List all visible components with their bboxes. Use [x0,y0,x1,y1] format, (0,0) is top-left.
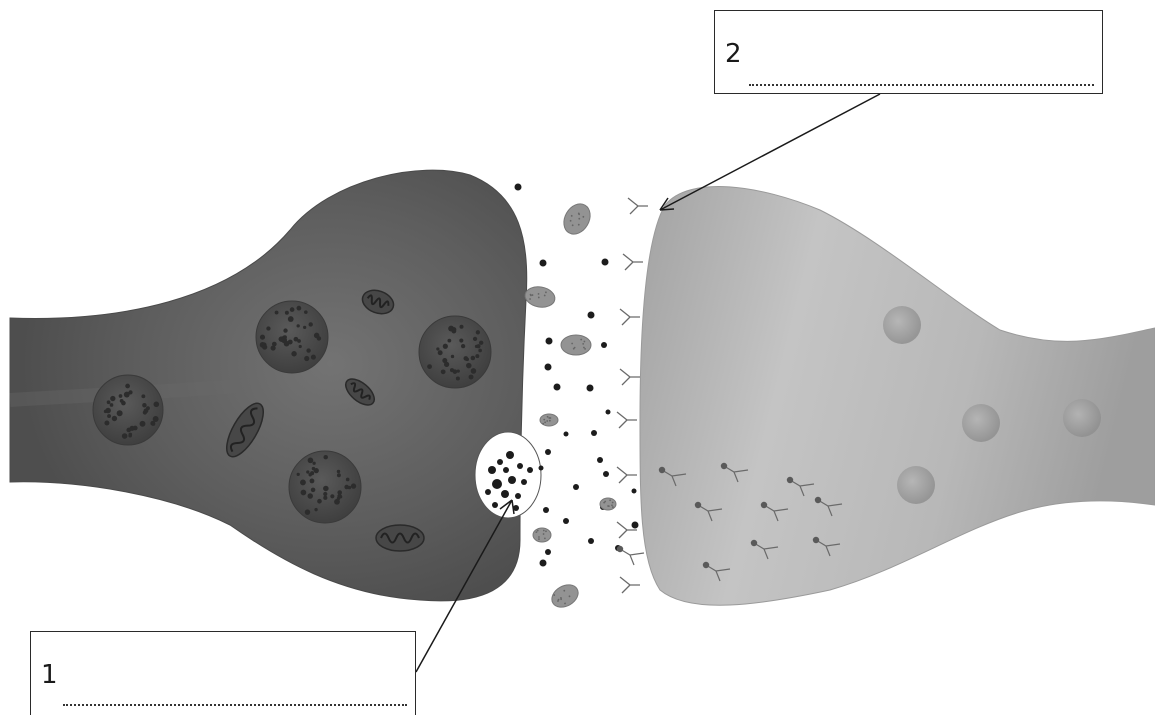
neurotransmitter-molecules [515,184,639,567]
receptor [617,467,637,483]
receptor [620,369,640,385]
postsynaptic-neuron [640,186,1155,605]
neurotransmitter-dot [539,466,544,471]
answer-line-1[interactable] [63,704,407,706]
vesicle-dot [515,493,521,499]
vesicle-dot [492,479,502,489]
enzyme [523,285,556,310]
receptor [623,254,643,270]
neurotransmitter-dot [587,385,594,392]
label-box-2: 2 [714,10,1103,94]
synaptic-vesicle [419,316,491,388]
vesicle-dot [485,489,491,495]
neurotransmitter-dot [573,484,579,490]
receptor [617,412,637,428]
neurotransmitter-dot [540,260,547,267]
label-number-2: 2 [725,39,742,69]
vesicle-dot [508,476,516,484]
vesicle-dot [492,502,498,508]
neurotransmitter-dot [563,518,569,524]
neurotransmitter-dot [602,259,609,266]
vesicle-dot [517,463,523,469]
vesicle-dot [488,466,496,474]
receptor [620,577,640,593]
vesicle-dot [503,467,509,473]
vesicle-dot [506,451,514,459]
neurotransmitter-dot [540,560,547,567]
leader-line-2 [660,94,880,210]
label-box-1: 1 [30,631,416,715]
neurotransmitter-dot [543,507,549,513]
neurotransmitter-dot [632,522,639,529]
enzyme [540,414,558,426]
neurotransmitter-dot [564,432,569,437]
enzyme [600,498,616,510]
neurotransmitter-dot [591,430,597,436]
neurotransmitter-dot [546,338,553,345]
vesicle-dot [497,459,503,465]
vesicle-dot [501,490,509,498]
neurotransmitter-dot [632,489,637,494]
neurotransmitter-dot [606,410,611,415]
enzyme [561,335,591,355]
neurotransmitter-dot [554,384,561,391]
answer-line-2[interactable] [749,84,1094,86]
releasing-vesicle [475,432,541,518]
receptor [620,309,640,325]
neurotransmitter-dot [545,449,551,455]
vesicle-dot [521,479,527,485]
neurotransmitter-dot [515,184,522,191]
vesicle-dot [527,467,533,473]
neurotransmitter-dot [597,457,603,463]
neurotransmitter-dot [545,364,552,371]
mitochondrion [376,525,424,551]
neurotransmitter-dot [601,342,607,348]
enzyme [559,199,596,239]
enzyme [548,580,582,611]
receptor [628,198,648,214]
synaptic-vesicle [93,375,163,445]
neurotransmitter-dot [588,538,594,544]
bound-receptor [617,546,644,565]
synaptic-vesicle [256,301,328,373]
neurotransmitter-dot [588,312,595,319]
neurotransmitter-dot [603,471,609,477]
label-number-1: 1 [41,660,58,690]
synaptic-vesicle [289,451,361,523]
neurotransmitter-dot [545,549,551,555]
enzyme [533,528,551,542]
